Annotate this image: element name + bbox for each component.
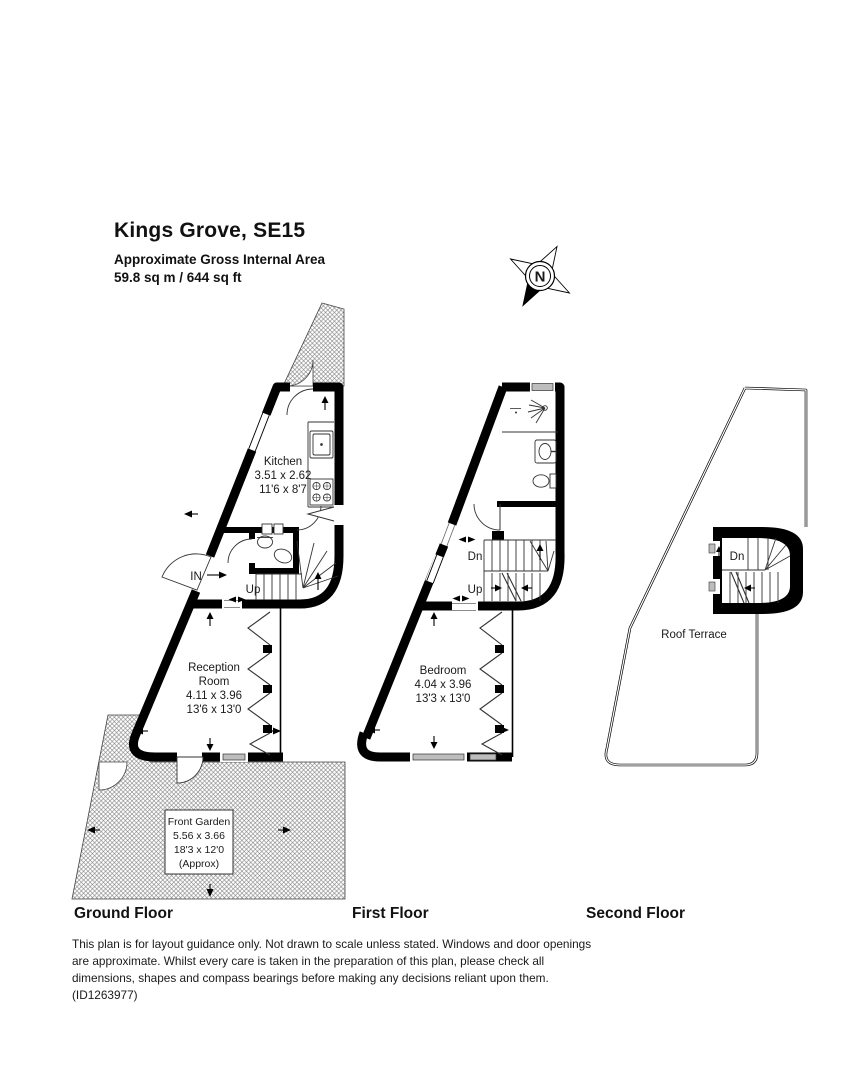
front-door-arc (176, 756, 204, 784)
bathroom-wall (473, 501, 560, 531)
front-garden-label: Front Garden (168, 816, 231, 828)
front-garden-dims-metric: 5.56 x 3.66 (173, 830, 225, 842)
kitchen-dims-metric: 3.51 x 2.62 (255, 470, 312, 482)
ground-floor-footprint (133, 387, 339, 757)
area-subtitle: Approximate Gross Internal Area (114, 252, 326, 267)
page-title: Kings Grove, SE15 (114, 219, 306, 242)
bedroom-bay-windows (479, 606, 514, 757)
roof-terrace-label: Roof Terrace (661, 629, 727, 641)
kitchen-counter (307, 421, 334, 508)
second-floor-caption: Second Floor (586, 905, 686, 922)
front-garden-approx: (Approx) (179, 858, 219, 870)
second-stair-arrows (716, 546, 755, 592)
basin-icon (257, 535, 273, 549)
kitchen-dims-imperial: 11'6 x 8'7 (259, 484, 307, 496)
ground-outer-walls (128, 382, 344, 762)
kitchen-side-door (306, 505, 345, 525)
kitchen-label: Kitchen (264, 456, 302, 468)
bedroom-bottom-windows (410, 752, 497, 762)
bathroom-sink-icon (534, 439, 557, 464)
bedroom-label: Bedroom (420, 665, 467, 677)
toilet-icon (273, 548, 293, 564)
reception-label-1: Reception (188, 662, 240, 674)
area-value: 59.8 sq m / 644 sq ft (114, 270, 242, 285)
compass-icon: N (509, 245, 571, 307)
ground-floor-plan: Kitchen 3.51 x 2.62 11'6 x 8'7 IN Up Rec… (71, 302, 346, 900)
bathroom-top-window (530, 381, 555, 393)
shower-icon (510, 399, 548, 424)
bathroom-fixtures (502, 399, 558, 489)
first-floor-caption: First Floor (352, 905, 429, 922)
reception-label-2: Room (199, 676, 230, 688)
bedroom-dims-metric: 4.04 x 3.96 (415, 679, 472, 691)
cupboard-icon (261, 523, 273, 535)
reception-dims-metric: 4.11 x 3.96 (186, 690, 242, 702)
reception-bay-windows (247, 606, 282, 757)
plan-header: Kings Grove, SE15 Approximate Gross Inte… (114, 219, 325, 288)
first-floor-footprint (361, 387, 561, 757)
first-dimension-arrows (367, 544, 544, 749)
roof-terrace-outline (604, 386, 808, 767)
second-stair-enclosure (707, 527, 803, 614)
entrance-label: IN (190, 571, 202, 583)
first-stairs-up-label: Up (468, 584, 483, 596)
first-door-arrows (452, 536, 476, 611)
landing-door-threshold (440, 522, 456, 547)
hob-icon (309, 478, 334, 506)
reception-dims-imperial: 13'6 x 13'0 (187, 704, 242, 716)
front-garden-label-box (164, 809, 234, 875)
ground-stairs-up-label: Up (246, 584, 261, 596)
second-stairs (722, 537, 791, 604)
wc-fixtures (257, 523, 293, 564)
first-floor-plan: Dn Up Bedroom 4.04 x 3.96 13'3 x 13'0 (357, 381, 565, 762)
kitchen-diagonal-window (247, 412, 271, 452)
compass-north-label: N (535, 269, 546, 286)
cupboard-icon (273, 523, 284, 535)
sink-icon (309, 430, 334, 459)
bathroom-toilet-icon (532, 473, 557, 489)
ground-door-arcs (161, 388, 322, 591)
disclaimer-text: This plan is for layout guidance only. N… (72, 937, 592, 1003)
front-garden-dims-imperial: 18'3 x 12'0 (174, 844, 224, 856)
ground-floor-caption: Ground Floor (74, 905, 174, 922)
first-stairs-down-label: Dn (468, 551, 483, 563)
door-width-arrows (224, 596, 246, 608)
bedroom-dims-imperial: 13'3 x 13'0 (416, 693, 471, 705)
ground-dimension-arrows (87, 396, 329, 897)
second-stairs-down-label: Dn (730, 551, 745, 563)
rear-garden-hatch (282, 302, 345, 387)
ground-stairs (255, 540, 339, 600)
second-floor-plan: Dn Roof Terrace (604, 386, 808, 767)
ground-internal-walls (220, 527, 299, 574)
landing-diagonal-window (425, 554, 445, 584)
reception-bottom-window (220, 752, 248, 762)
